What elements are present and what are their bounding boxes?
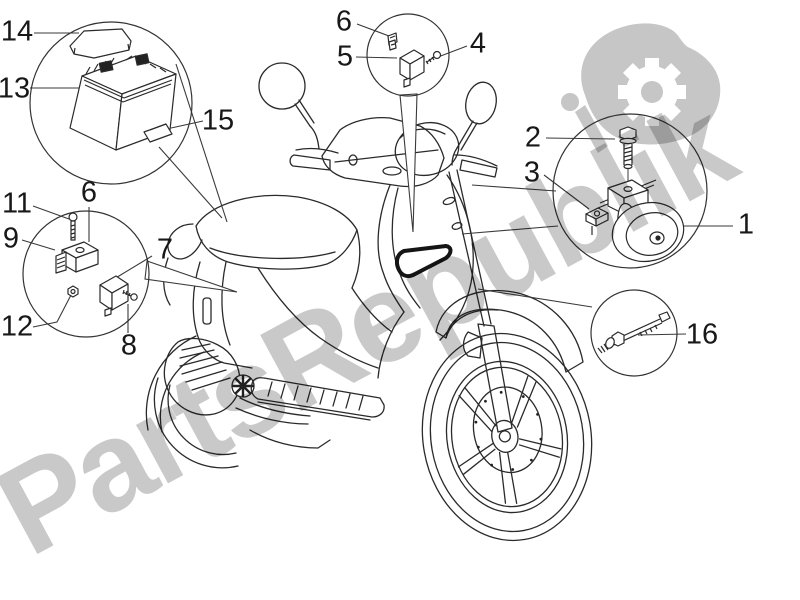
battery-terminal [134,53,150,66]
clip-top [387,32,398,51]
callout-5: 5 [336,40,354,73]
floorboard [250,377,385,421]
callout-6-top: 6 [335,5,353,38]
pointer-wedge-left [144,260,238,293]
frame-tube-2 [351,287,393,333]
battery [69,53,177,151]
pointer-wedge-top [399,93,418,233]
brand-logo [561,23,721,153]
left-mirror [258,62,320,150]
front-wheel [421,332,593,542]
logo-stick [575,105,608,153]
callout-13: 13 [0,72,31,105]
bolt-left [68,212,78,241]
callout-circle-horn [552,113,708,269]
engine-hub [231,374,255,398]
seat [195,194,361,289]
callout-14: 14 [0,15,34,48]
callout-1: 1 [737,208,755,241]
frame-tube [257,267,379,369]
fairing-vent [394,244,453,279]
relay-top [399,49,425,88]
callout-circle-battery [29,21,193,185]
battery-lid [69,28,132,59]
callout-12: 12 [0,310,34,343]
brake-disc [472,386,543,474]
headlight [394,121,460,177]
right-grip [459,159,498,178]
detail-parts [55,28,685,354]
callout-11: 11 [1,187,33,220]
bracket-left [61,241,99,273]
leader-lines [21,23,733,336]
callout-6-left: 6 [80,176,98,209]
rear-wheel-arc [153,377,239,469]
screw-left [122,289,138,301]
callout-16: 16 [685,318,719,351]
callout-circles [22,13,708,377]
rear-wheel-arc-inner [167,384,237,456]
battery-terminal [98,60,114,73]
engine-cover [163,337,241,416]
callout-circle-relay-top [366,13,450,97]
callout-8: 8 [120,329,138,362]
callout-4: 4 [469,27,487,60]
front-fender [435,289,584,373]
logo-dot [561,93,579,111]
screw-top [425,50,442,65]
front-fork [448,169,513,433]
callout-15: 15 [201,104,235,137]
callout-3: 3 [523,156,541,189]
nut-left [67,285,79,298]
gear-icon [618,58,686,126]
relay-left [99,275,129,317]
stand [249,429,331,449]
grab-rail [167,223,203,260]
callout-2: 2 [524,121,542,154]
horn [611,201,685,263]
clip-left [55,251,67,274]
right-mirror [451,81,497,166]
wheel-spokes [457,375,562,504]
handlebar [289,116,498,188]
brake-disc-holes [474,390,543,471]
callout-circle-relay-left [22,210,150,338]
rear-fender-arc-inner [159,351,205,433]
callout-7: 7 [156,233,174,266]
callout-circle-bolt [590,289,678,377]
scooter-illustration [145,62,593,542]
swingarm [235,397,311,425]
horn-clip [585,207,609,235]
callout-9: 9 [2,222,20,255]
rear-fender-arc [145,335,197,431]
left-grip [289,154,331,171]
long-bolt [597,311,671,354]
